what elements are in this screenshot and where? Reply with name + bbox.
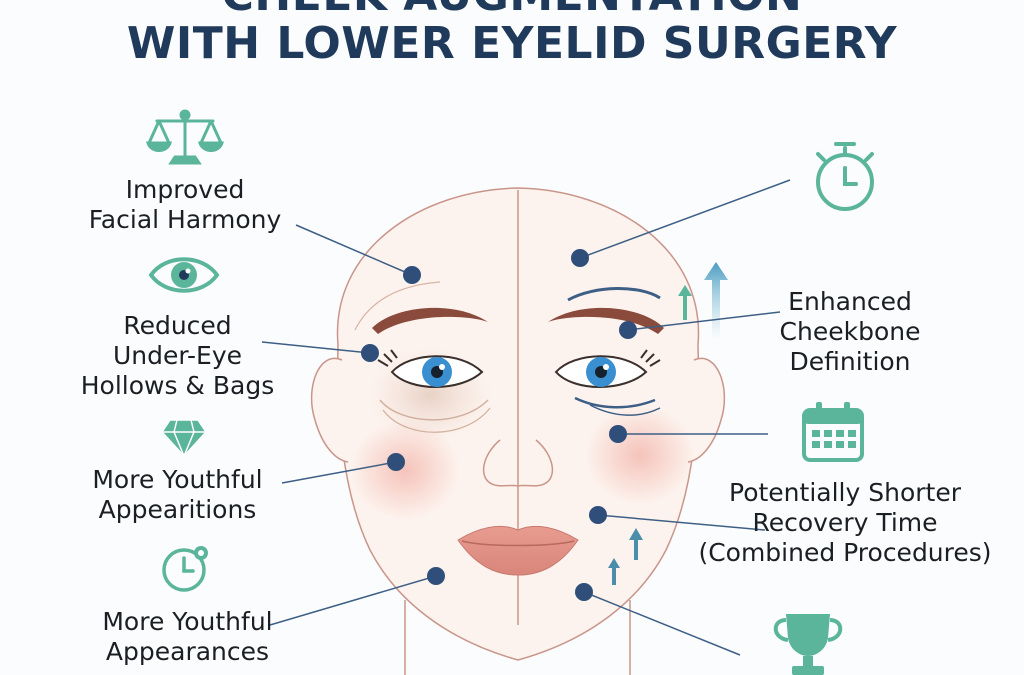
neck: [404, 600, 631, 675]
right-ear: [687, 357, 726, 463]
scales-icon: [145, 109, 225, 165]
calendar-icon: [802, 402, 864, 462]
right-eyebrow: [548, 307, 664, 334]
connector-line: [579, 179, 791, 259]
label-line: Under-Eye: [112, 341, 243, 370]
label-line: (Combined Procedures): [698, 538, 992, 567]
hairline-left: [354, 281, 441, 331]
marker-dot: [403, 266, 421, 284]
marker-dot: [387, 453, 405, 471]
label-more-youthful-appearances: More Youthful Appearances: [80, 607, 295, 667]
label-line: More Youthful: [92, 465, 263, 494]
label-more-youthful-appearitions: More Youthful Appearitions: [70, 465, 285, 525]
nose: [482, 439, 554, 487]
marker-dot: [361, 344, 379, 362]
diamond-icon: [161, 419, 207, 458]
right-cheek-blush: [585, 405, 695, 505]
label-reduced-under-eye: Reduced Under-Eye Hollows & Bags: [60, 311, 295, 401]
left-eyebrow: [372, 307, 488, 334]
marker-dot: [589, 506, 607, 524]
left-ear: [310, 357, 349, 463]
label-line: Reduced: [123, 311, 232, 340]
label-line: Enhanced: [788, 287, 912, 316]
eye-icon: [148, 257, 220, 293]
label-line: Cheekbone: [779, 317, 921, 346]
connector-line: [269, 575, 437, 626]
label-line: Hollows & Bags: [80, 371, 275, 400]
marker-dot: [609, 425, 627, 443]
marker-dot: [575, 583, 593, 601]
label-shorter-recovery: Potentially Shorter Recovery Time (Combi…: [690, 478, 1000, 568]
page-title: WITH LOWER EYELID SURGERY: [126, 18, 898, 69]
label-line: Appearances: [105, 637, 270, 666]
up-arrow-icon: [704, 262, 728, 340]
label-enhanced-cheekbone: Enhanced Cheekbone Definition: [750, 287, 950, 377]
clock-icon: [162, 546, 208, 592]
marker-dot: [571, 249, 589, 267]
right-eye: [554, 349, 661, 388]
connector-line: [261, 341, 371, 354]
marker-dot: [427, 567, 445, 585]
label-improved-facial-harmony: Improved Facial Harmony: [70, 175, 300, 235]
left-eye: [377, 349, 484, 388]
lips: [457, 525, 579, 576]
connector-line: [597, 514, 766, 531]
label-line: Improved: [125, 175, 245, 204]
connector-line: [295, 224, 413, 276]
label-line: Definition: [789, 347, 911, 376]
label-line: Appearitions: [98, 495, 257, 524]
label-line: Potentially Shorter: [729, 478, 961, 507]
connector-line: [281, 461, 397, 484]
stopwatch-icon: [816, 142, 874, 211]
title-line-1: CHEEK AUGMENTATION: [0, 0, 1024, 21]
marker-dot: [619, 321, 637, 339]
label-line: Recovery Time: [752, 508, 938, 537]
label-line: Facial Harmony: [88, 205, 282, 234]
label-line: More Youthful: [102, 607, 273, 636]
trophy-icon: [773, 614, 843, 675]
connector-line: [627, 311, 781, 331]
marker-dots: [361, 249, 637, 601]
left-cheek-blush: [350, 420, 460, 520]
connector-line: [583, 591, 741, 656]
